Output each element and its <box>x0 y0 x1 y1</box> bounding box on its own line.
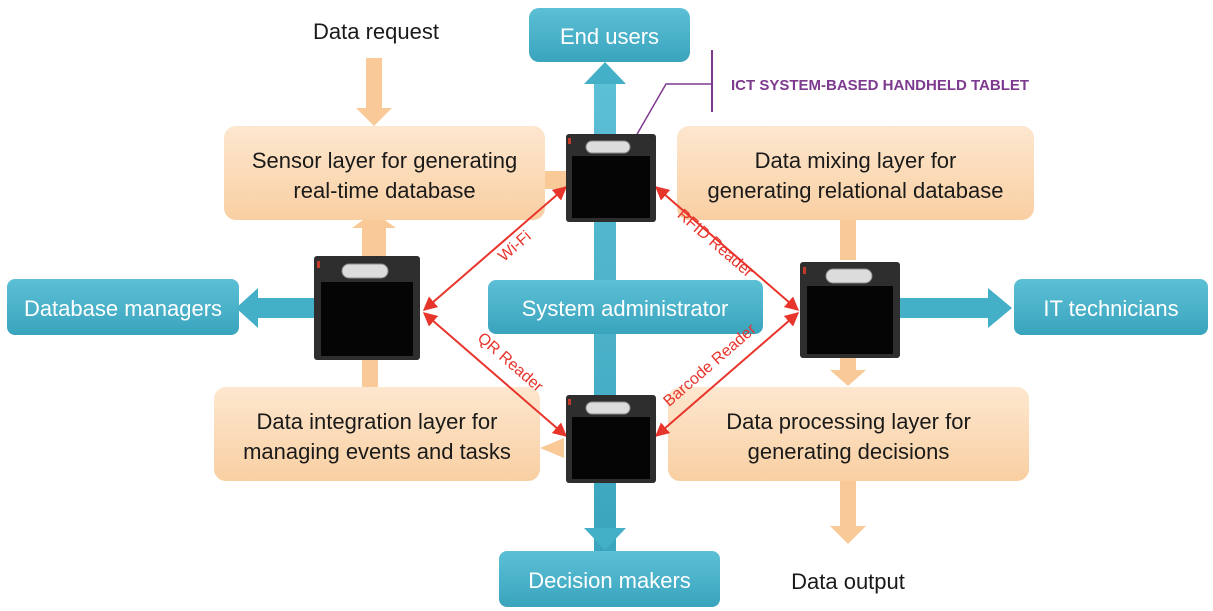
sensor-layer-line1: Sensor layer for generating <box>252 148 517 173</box>
peach-arrow-tablet-right-to-processing <box>830 355 866 386</box>
end-users-box: End users <box>529 8 690 62</box>
decision-makers-label: Decision makers <box>528 568 691 593</box>
peach-arrow-data-output <box>830 480 866 544</box>
peach-arrow-mixing-to-tablet-right <box>840 220 856 260</box>
data-output-label: Data output <box>791 569 905 594</box>
database-managers-label: Database managers <box>24 296 222 321</box>
sensor-layer-box: Sensor layer for generating real-time da… <box>224 126 545 220</box>
wifi-link <box>422 186 568 311</box>
data-mixing-layer-box: Data mixing layer for generating relatio… <box>677 126 1034 220</box>
qr-link <box>422 312 568 437</box>
data-request-label: Data request <box>313 19 439 44</box>
sensor-layer-line2: real-time database <box>293 178 475 203</box>
ict-callout-label: ICT SYSTEM-BASED HANDHELD TABLET <box>731 77 1029 94</box>
peach-arrow-sensor-to-tablet-top <box>540 171 568 189</box>
data-processing-layer-box: Data processing layer for generating dec… <box>668 387 1029 481</box>
tablet-top <box>566 134 656 222</box>
it-technicians-label: IT technicians <box>1043 296 1178 321</box>
data-processing-layer-line2: generating decisions <box>748 439 950 464</box>
ict-callout: ICT SYSTEM-BASED HANDHELD TABLET <box>635 50 1029 137</box>
system-administrator-label: System administrator <box>522 296 729 321</box>
teal-arrow-left-db-managers <box>236 288 327 328</box>
teal-arrow-down-decision-makers <box>584 528 626 550</box>
teal-arrow-right-it-technicians <box>890 288 1012 328</box>
peach-arrow-data-request <box>356 58 392 126</box>
barcode-link <box>654 312 800 437</box>
peach-arrow-sensor-to-tablet-left <box>352 212 396 256</box>
tablet-bottom <box>566 395 656 483</box>
tablet-left <box>314 256 420 360</box>
peach-arrow-integration-to-tablet-bottom <box>540 438 564 458</box>
database-managers-box: Database managers <box>7 279 239 335</box>
decision-makers-box: Decision makers <box>499 551 720 607</box>
data-integration-layer-line2: managing events and tasks <box>243 439 511 464</box>
data-processing-layer-line1: Data processing layer for <box>726 409 971 434</box>
peach-arrow-tablet-left-to-integration <box>362 360 378 388</box>
data-mixing-layer-line1: Data mixing layer for <box>755 148 957 173</box>
data-integration-layer-box: Data integration layer for managing even… <box>214 387 540 481</box>
wifi-label: Wi-Fi <box>495 228 534 265</box>
data-integration-layer-line1: Data integration layer for <box>257 409 498 434</box>
rfid-link <box>654 186 800 311</box>
end-users-label: End users <box>560 24 659 49</box>
it-technicians-box: IT technicians <box>1014 279 1208 335</box>
data-mixing-layer-line2: generating relational database <box>707 178 1003 203</box>
tablet-right <box>800 262 900 358</box>
qr-label: QR Reader <box>474 330 547 396</box>
system-administrator-box: System administrator <box>488 280 763 334</box>
